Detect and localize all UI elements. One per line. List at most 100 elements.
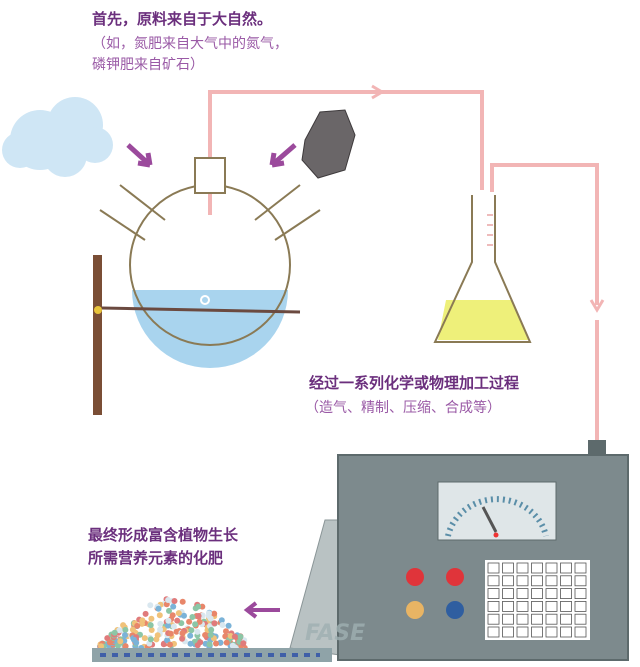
keypad-key[interactable] — [574, 626, 587, 638]
fertilizer-granule — [139, 620, 145, 627]
keypad-key[interactable] — [531, 575, 543, 587]
gauge — [437, 481, 557, 541]
red-button[interactable] — [446, 568, 464, 586]
fertilizer-granule — [170, 603, 177, 610]
fertilizer-granule — [181, 612, 187, 619]
keypad-key[interactable] — [560, 626, 572, 638]
keypad-key[interactable] — [574, 575, 587, 587]
keypad-key[interactable] — [531, 626, 543, 638]
fertilizer-granule — [157, 620, 164, 627]
fertilizer-granule — [174, 617, 181, 624]
keypad-key[interactable] — [487, 601, 500, 612]
keypad-key[interactable] — [574, 588, 587, 599]
fertilizer-granule — [148, 627, 155, 633]
keypad-key[interactable] — [487, 626, 500, 638]
keypad-key[interactable] — [560, 601, 572, 612]
keypad-key[interactable] — [487, 588, 500, 599]
keypad-key[interactable] — [487, 613, 500, 625]
keypad-key[interactable] — [531, 562, 543, 574]
fertilizer-granule — [207, 615, 214, 622]
keypad-key[interactable] — [531, 588, 543, 599]
arrow-icon — [269, 143, 297, 168]
keypad-key[interactable] — [516, 626, 529, 638]
fertilizer-granule — [141, 635, 148, 642]
keypad-key[interactable] — [574, 601, 587, 612]
fertilizer-granule — [167, 641, 173, 648]
fertilizer-granule — [192, 621, 199, 628]
keypad-key[interactable] — [531, 601, 543, 612]
keypad-key[interactable] — [560, 613, 572, 625]
keypad-key[interactable] — [502, 588, 514, 599]
fertilizer-granule — [189, 614, 196, 620]
keypad-key[interactable] — [502, 613, 514, 625]
fertilizer-granule — [167, 630, 174, 637]
fertilizer-granule — [164, 637, 171, 644]
keypad-key[interactable] — [574, 613, 587, 625]
step1-title: 首先，原料来自于大自然。 — [92, 10, 273, 28]
keypad-key[interactable] — [502, 601, 514, 612]
step3-title: 所需营养元素的化肥 — [88, 549, 224, 567]
keypad-key[interactable] — [545, 613, 558, 625]
fertilizer-granule — [160, 641, 167, 648]
fertilizer-granule — [207, 632, 214, 638]
keypad-key[interactable] — [545, 601, 558, 612]
keypad-key[interactable] — [560, 575, 572, 587]
fertilizer-granule — [148, 615, 155, 622]
keypad-key[interactable] — [502, 562, 514, 574]
keypad[interactable] — [485, 560, 590, 640]
fertilizer-granule — [186, 618, 193, 625]
fertilizer-granule — [173, 628, 180, 635]
fertilizer-granule — [219, 622, 226, 628]
fertilizer-granule — [122, 643, 129, 650]
fertilizer-granule — [211, 610, 218, 617]
keypad-key[interactable] — [516, 613, 529, 625]
fertilizer-granule — [194, 642, 201, 649]
keypad-key[interactable] — [516, 575, 529, 587]
fertilizer-granule — [175, 610, 182, 617]
fertilizer-granule — [106, 639, 113, 646]
keypad-key[interactable] — [487, 562, 500, 574]
keypad-key[interactable] — [545, 562, 558, 574]
keypad-key[interactable] — [516, 562, 529, 574]
fertilizer-granule — [223, 628, 229, 635]
round-bottom-flask — [99, 157, 321, 368]
red-button[interactable] — [406, 568, 424, 586]
fertilizer-granule — [147, 602, 154, 609]
step1-note: （如，氮肥来自大气中的氮气， — [92, 36, 288, 52]
fertilizer-granule — [218, 617, 225, 624]
fertilizer-granule — [142, 610, 149, 617]
fertilizer-granule — [165, 597, 172, 603]
fertilizer-granule — [170, 623, 177, 630]
keypad-key[interactable] — [560, 562, 572, 574]
keypad-key[interactable] — [516, 601, 529, 612]
blue-button[interactable] — [446, 601, 464, 619]
fertilizer-granule — [129, 626, 136, 633]
step1-note: 磷钾肥来自矿石） — [92, 57, 204, 73]
fertilizer-granule — [157, 626, 164, 633]
keypad-key[interactable] — [502, 575, 514, 587]
orange-button[interactable] — [406, 601, 424, 619]
pipe-arrow-icon — [371, 84, 385, 100]
keypad-key[interactable] — [487, 575, 500, 587]
step2-note: （造气、精制、压缩、合成等） — [305, 400, 501, 416]
keypad-key[interactable] — [545, 626, 558, 638]
fertilizer-granule — [211, 620, 218, 627]
arrow-icon — [126, 143, 153, 168]
fertilizer-granule — [111, 629, 118, 636]
keypad-key[interactable] — [560, 588, 572, 599]
fertilizer-granule — [179, 630, 186, 637]
fertilizer-granule — [122, 632, 128, 639]
keypad-key[interactable] — [531, 613, 543, 625]
keypad-key[interactable] — [545, 588, 558, 599]
fertilizer-granule — [171, 598, 178, 604]
fertilizer-granule — [166, 607, 172, 614]
keypad-key[interactable] — [516, 588, 529, 599]
lab-stand — [93, 255, 102, 415]
fertilizer-granule — [154, 632, 161, 639]
keypad-key[interactable] — [502, 626, 514, 638]
keypad-key[interactable] — [545, 575, 558, 587]
fertilizer-granule — [187, 640, 194, 647]
pipe — [208, 90, 599, 445]
keypad-key[interactable] — [574, 562, 587, 574]
